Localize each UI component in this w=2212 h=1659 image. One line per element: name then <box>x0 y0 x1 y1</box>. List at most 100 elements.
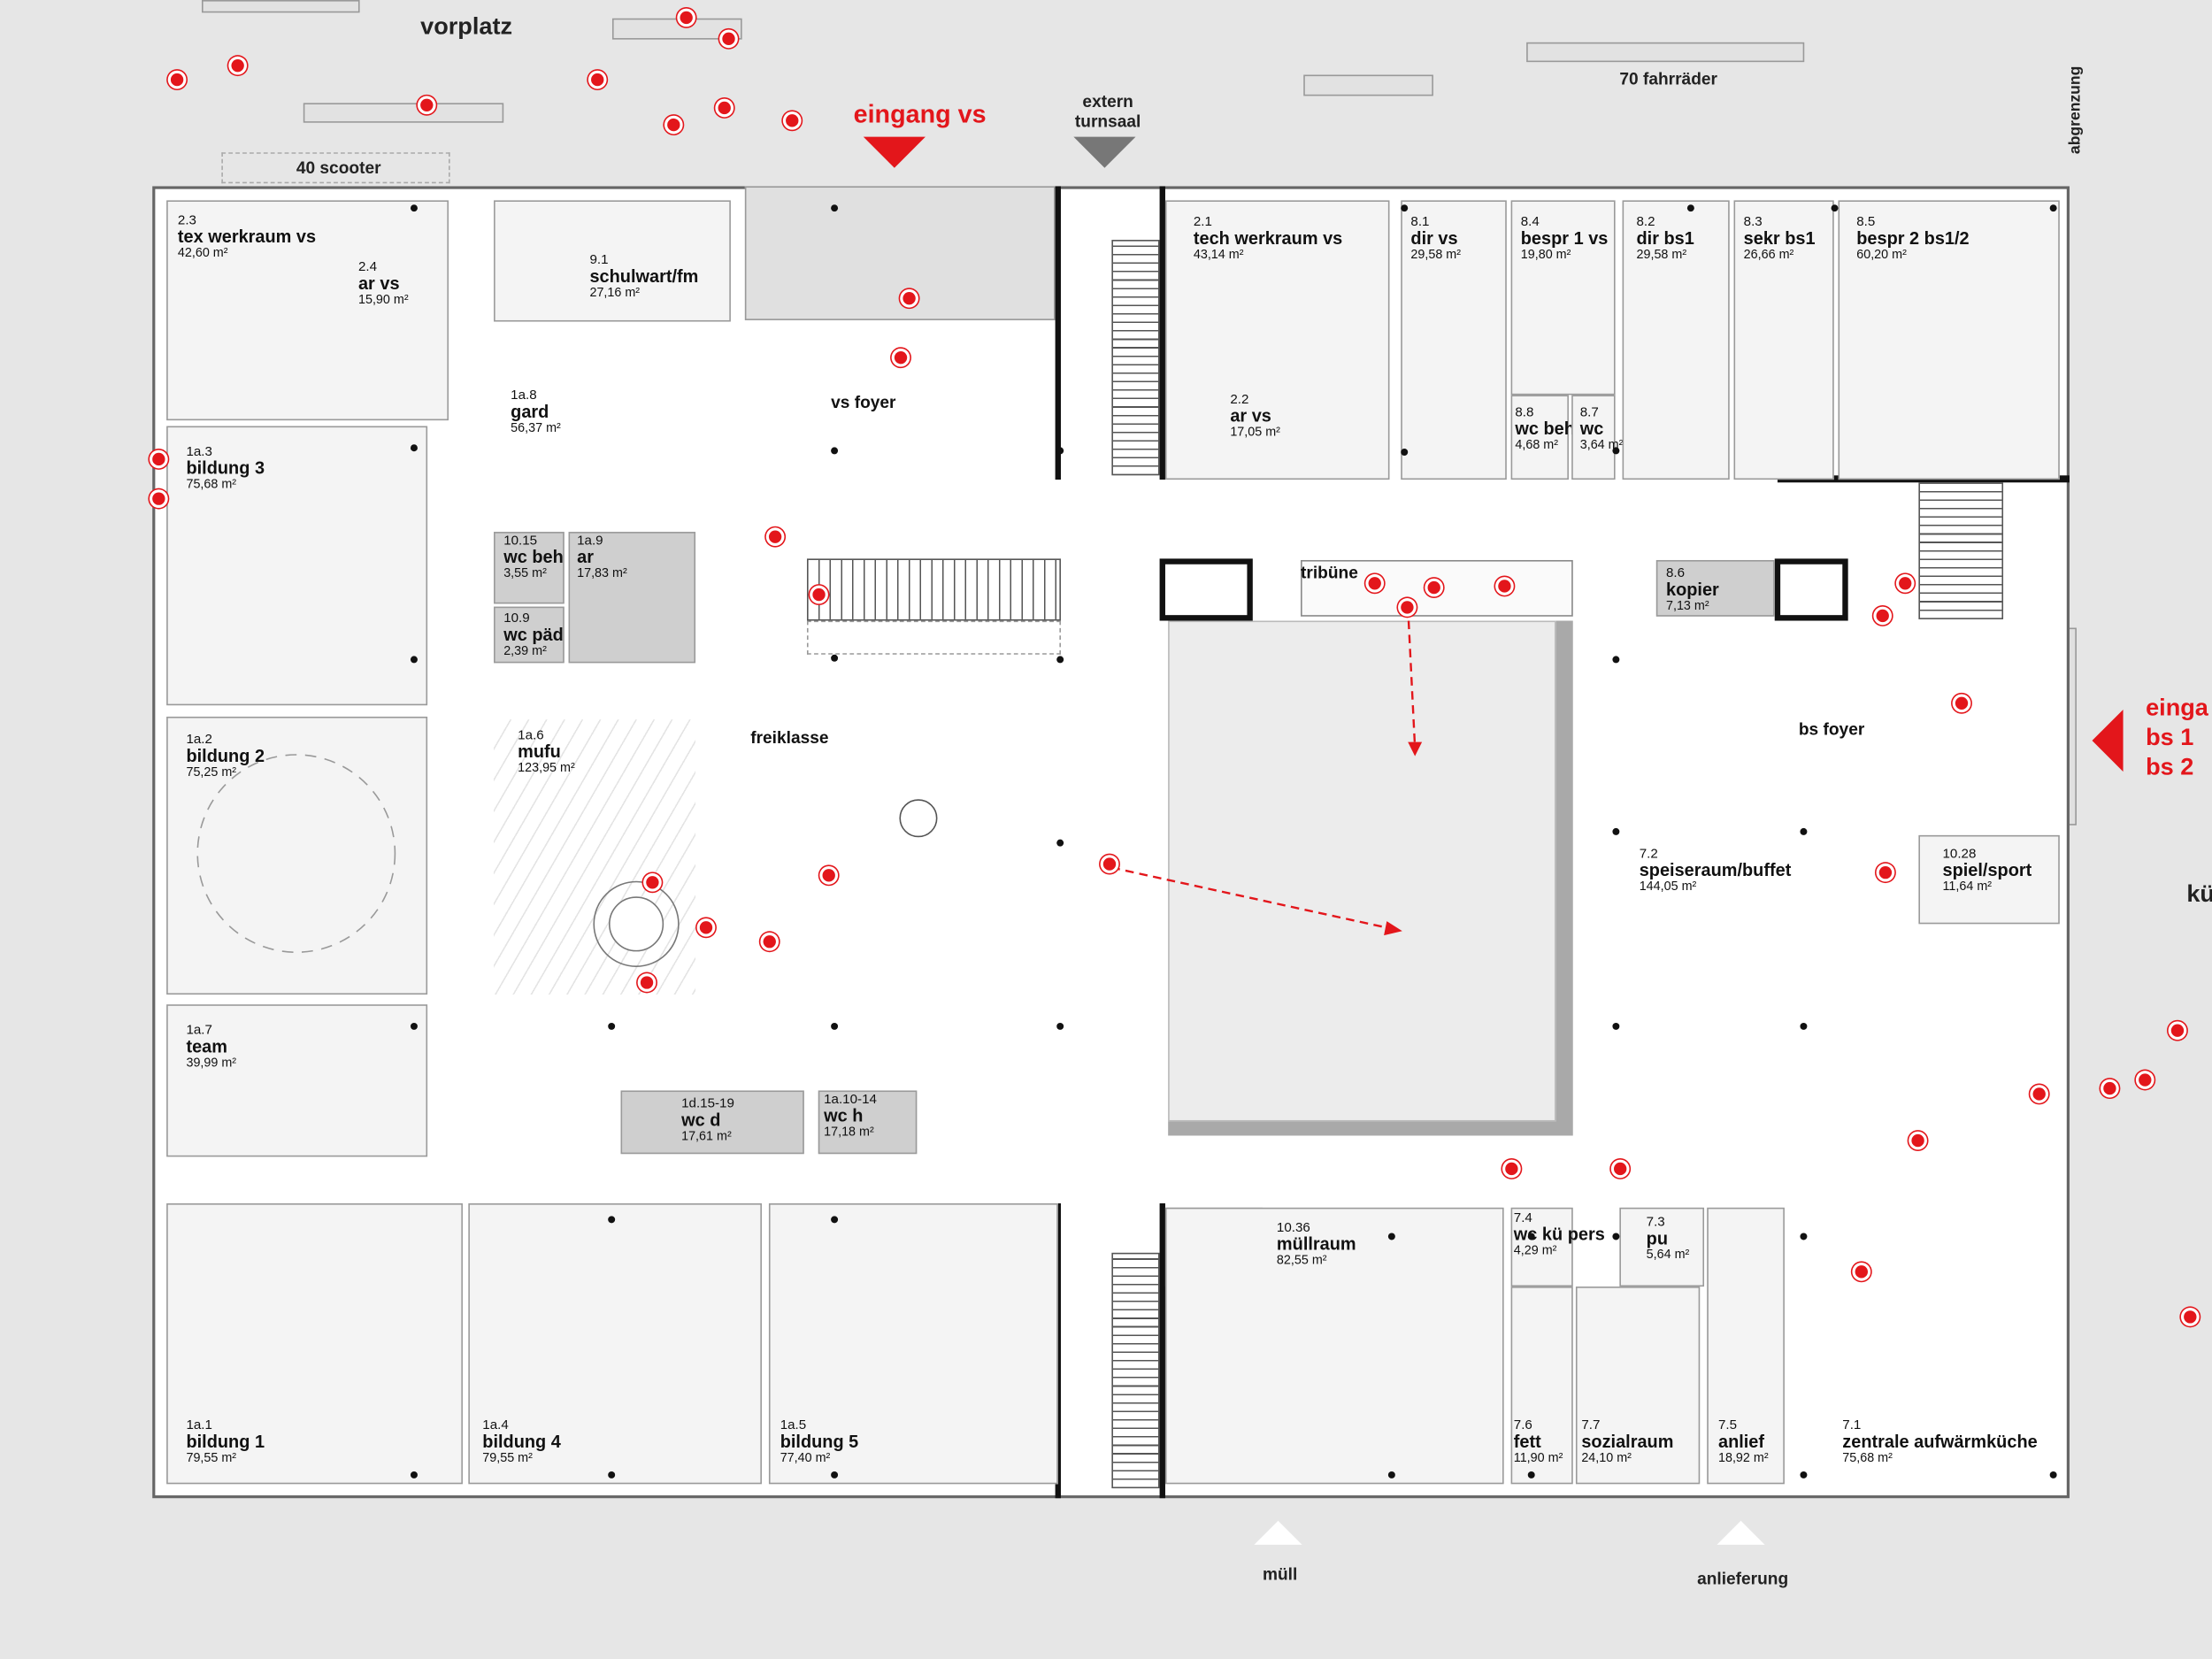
person-marker-icon <box>646 876 659 889</box>
room-number: 7.4 <box>1513 1210 1532 1226</box>
room <box>1655 559 1775 617</box>
person-marker-icon <box>1613 1162 1627 1176</box>
round-table-icon <box>593 880 680 967</box>
tree-icon <box>899 799 938 838</box>
room-area: 123,95 m² <box>518 760 575 775</box>
person-marker-icon <box>152 452 165 466</box>
column <box>1612 1022 1620 1030</box>
room <box>1510 1207 1573 1287</box>
vs-foyer-label: vs foyer <box>831 392 896 412</box>
room-number: 10.28 <box>1942 846 1977 863</box>
room-area: 15,90 m² <box>357 292 409 307</box>
person-marker-icon <box>1878 865 1893 879</box>
entrance-vs-arrow-icon <box>863 136 926 168</box>
room-number: 1a.3 <box>186 444 212 460</box>
room <box>620 1090 804 1155</box>
room-name: team <box>186 1036 227 1057</box>
column <box>831 1022 839 1030</box>
column <box>1612 447 1620 455</box>
arrowhead-icon <box>1408 741 1423 757</box>
room-area: 17,83 m² <box>577 565 627 580</box>
person-marker-icon <box>2032 1087 2046 1101</box>
elevator-west <box>1159 558 1253 621</box>
room-area: 42,60 m² <box>177 245 228 260</box>
entrance-bs-arrow-icon <box>2092 709 2124 772</box>
room <box>494 200 731 322</box>
room-name: bildung 1 <box>186 1432 265 1452</box>
room <box>166 200 449 421</box>
room <box>1164 1207 1504 1485</box>
room-area: 26,66 m² <box>1743 247 1794 262</box>
room-number: 8.5 <box>1856 214 1876 230</box>
person-marker-icon <box>786 114 799 127</box>
room-number: 10.15 <box>503 533 538 549</box>
column <box>1800 1233 1808 1240</box>
room <box>494 719 696 995</box>
room-number: 8.4 <box>1520 214 1540 230</box>
room <box>494 606 565 664</box>
entrance-bs-line3: bs 2 <box>2146 753 2194 780</box>
person-marker-icon <box>170 73 184 87</box>
room-number: 8.2 <box>1636 214 1655 230</box>
stair-east <box>1918 482 2004 619</box>
person-marker-icon <box>1505 1162 1518 1176</box>
room-area: 5,64 m² <box>1646 1247 1690 1262</box>
extern-gym-label: extern turnsaal <box>1075 92 1141 132</box>
room-area: 4,68 m² <box>1515 437 1559 452</box>
column <box>1831 204 1839 212</box>
wall <box>1055 186 1061 480</box>
room-name: ar vs <box>357 273 400 294</box>
person-marker-icon <box>1102 857 1117 871</box>
stair-south <box>1111 1252 1160 1489</box>
person-marker-icon <box>1498 580 1511 593</box>
room <box>166 1004 428 1157</box>
room-name: wc päd <box>503 625 564 645</box>
bike-rack <box>1526 42 1805 63</box>
column <box>2049 204 2057 212</box>
room-area: 18,92 m² <box>1717 1450 1769 1465</box>
wall <box>1159 186 1165 480</box>
extern-gym-line1: extern <box>1082 91 1133 111</box>
person-marker-icon <box>1855 1265 1868 1279</box>
room <box>1510 395 1569 480</box>
room-name: wc <box>1579 419 1604 439</box>
room-number: 8.1 <box>1410 214 1430 230</box>
gym-entrance-arrow-icon <box>1073 136 1136 168</box>
room-area: 60,20 m² <box>1856 247 1907 262</box>
room-name: tex werkraum vs <box>177 227 317 247</box>
room-name: bildung 3 <box>186 458 265 479</box>
column <box>1800 827 1808 835</box>
room-name: bildung 5 <box>780 1432 859 1452</box>
room-name: wc d <box>681 1110 721 1131</box>
column <box>831 654 839 662</box>
person-marker-icon <box>680 11 693 25</box>
room <box>1918 834 2060 925</box>
room <box>1619 1207 1705 1287</box>
room-name: ar vs <box>1230 406 1271 426</box>
room-area: 29,58 m² <box>1636 247 1687 262</box>
column <box>1612 827 1620 835</box>
entrance-bs-line2: bs 1 <box>2146 723 2194 751</box>
entrance-bs-line1: einga <box>2146 694 2208 721</box>
column <box>1387 1471 1395 1479</box>
stair-outline <box>806 620 1061 655</box>
room-number: 8.7 <box>1579 404 1599 421</box>
room-name: ar <box>577 547 594 567</box>
column <box>608 1022 616 1030</box>
person-marker-icon <box>2184 1310 2197 1324</box>
